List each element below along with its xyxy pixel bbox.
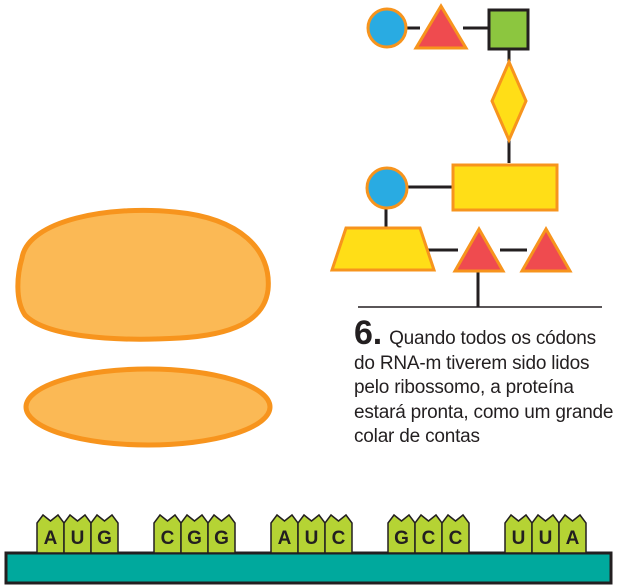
protein-chain (329, 3, 573, 273)
ribosome-small-subunit (23, 366, 273, 448)
nucleotide (324, 513, 353, 554)
nucleotide (207, 513, 236, 554)
mrna-strand (4, 551, 613, 585)
nucleotide-label: C (449, 528, 463, 549)
nucleotide-label: U (71, 528, 85, 549)
nucleotide (90, 513, 119, 554)
nucleotide-label: C (161, 528, 175, 549)
caption-number: 6. (354, 314, 382, 352)
amino-acid-triangle (452, 225, 506, 273)
amino-acid-circle (366, 7, 408, 49)
amino-acid-rectangle (451, 163, 559, 212)
nucleotide (441, 513, 470, 554)
nucleotide-label: G (214, 528, 229, 549)
nucleotide (558, 513, 587, 554)
nucleotide-label: G (97, 528, 112, 549)
nucleotide-label: A (44, 528, 58, 549)
nucleotide-label: C (422, 528, 436, 549)
ribosome-large-subunit (15, 207, 271, 342)
nucleotide-label: G (187, 528, 202, 549)
nucleotide-label: A (278, 528, 292, 549)
amino-acid-diamond (490, 58, 528, 144)
nucleotide-label: C (332, 528, 346, 549)
nucleotide-label: U (539, 528, 553, 549)
amino-acid-trapezoid (329, 226, 437, 272)
amino-acid-triangle (413, 3, 469, 50)
nucleotide-label: U (305, 528, 319, 549)
nucleotide-label: A (566, 528, 580, 549)
amino-acid-square (487, 8, 530, 51)
caption: 6. Quando todos os códons do RNA-m tiver… (354, 316, 614, 450)
caption-text: Quando todos os códons do RNA-m tiverem … (354, 328, 614, 447)
amino-acid-triangle (519, 225, 573, 273)
nucleotide-label: U (512, 528, 526, 549)
protein-chain-connectors (358, 26, 602, 308)
nucleotide-label: G (394, 528, 409, 549)
amino-acid-circle (365, 166, 409, 210)
